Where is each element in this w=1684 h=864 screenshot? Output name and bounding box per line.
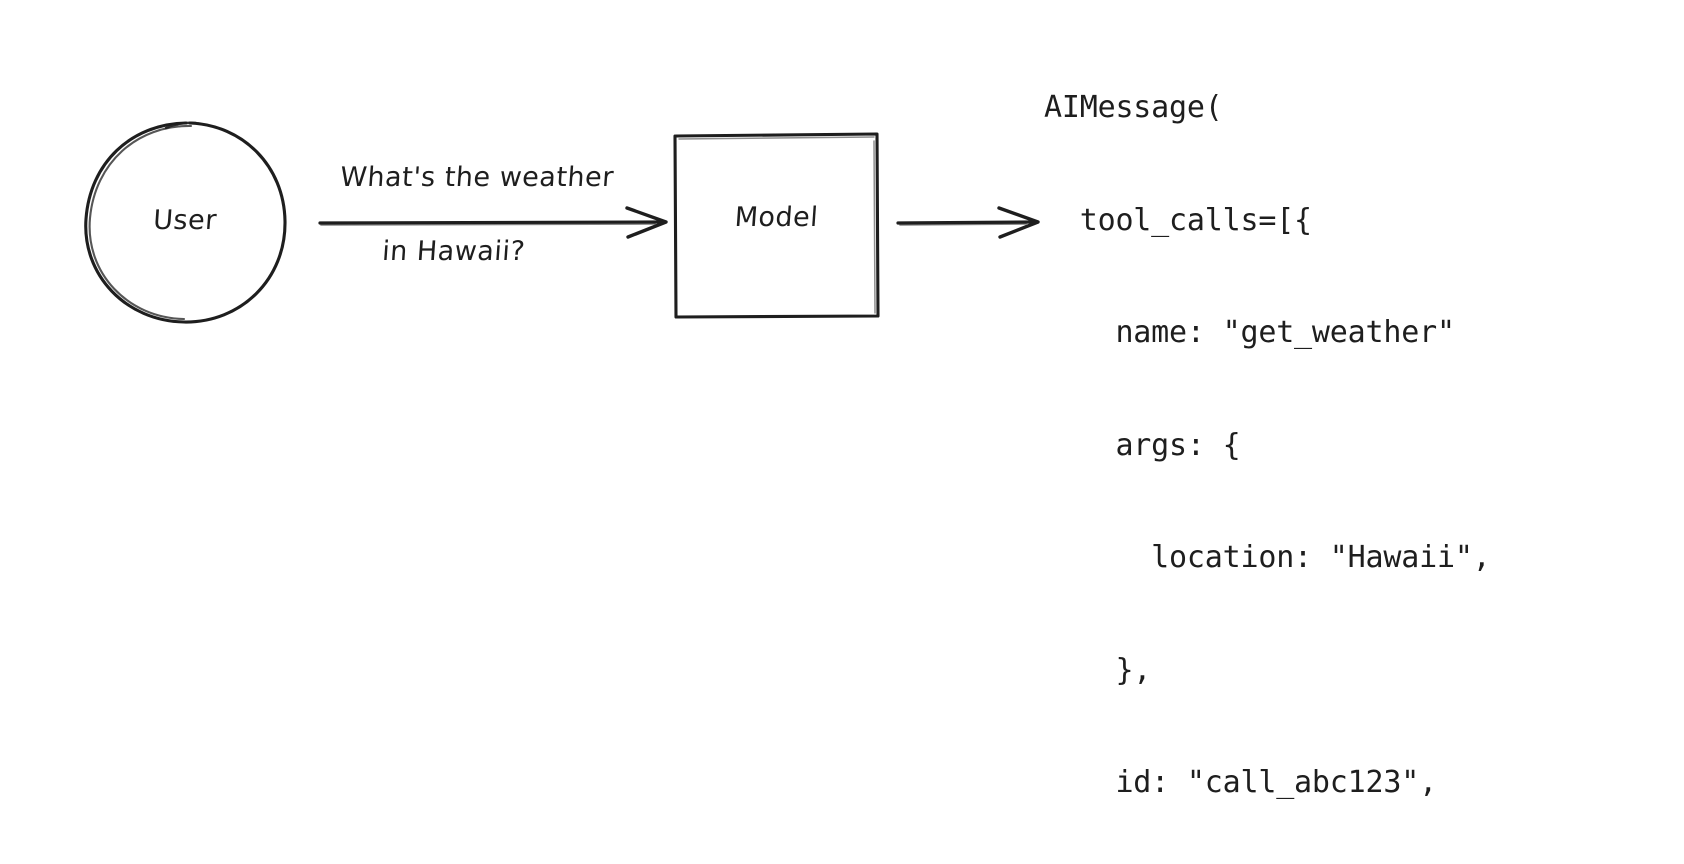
code-line-0: AIMessage( <box>1044 90 1223 125</box>
edge-label-user-to-model: What's the weather in Hawaii? <box>282 122 628 344</box>
arrow-model-to-output <box>896 206 1040 239</box>
code-line-6: id: "call_abc123", <box>1044 765 1437 800</box>
user-node-label: User <box>152 205 218 236</box>
edge-label-line-1: What's the weather <box>339 162 615 193</box>
ai-message-code-block: AIMessage( tool_calls=[{ name: "get_weat… <box>1044 14 1491 864</box>
diagram-canvas: User Model What's the weather in Hawaii?… <box>84 90 1491 800</box>
code-line-5: }, <box>1044 652 1152 688</box>
code-line-2: name: "get_weather" <box>1044 315 1455 350</box>
model-node-label: Model <box>733 202 820 233</box>
code-line-3: args: { <box>1044 427 1241 463</box>
edge-label-line-2: in Hawaii? <box>381 236 527 267</box>
code-line-1: tool_calls=[{ <box>1044 202 1312 238</box>
code-line-4: location: "Hawaii", <box>1044 540 1491 575</box>
